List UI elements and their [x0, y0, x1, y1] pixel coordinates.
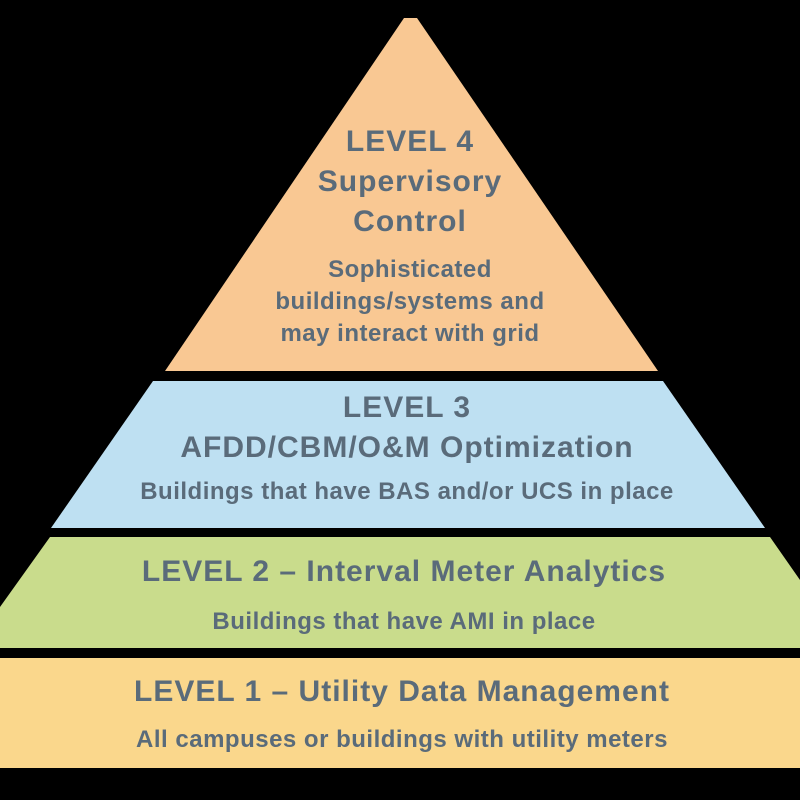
- level-2-heading-line-1: LEVEL 2 – Interval Meter Analytics: [141, 555, 667, 588]
- level-2-text: LEVEL 2 – Interval Meter Analytics Build…: [24, 552, 784, 638]
- level-4-heading: LEVEL 4 Supervisory Control: [190, 122, 630, 242]
- level-3-description: Buildings that have BAS and/or UCS in pl…: [47, 476, 767, 508]
- level-4-description-line-3: may interact with grid: [280, 320, 540, 347]
- level-3-heading: LEVEL 3 AFDD/CBM/O&M Optimization: [47, 388, 767, 468]
- level-1-heading-line-1: LEVEL 1 – Utility Data Management: [134, 675, 670, 708]
- level-2-description: Buildings that have AMI in place: [24, 606, 784, 638]
- level-2-heading: LEVEL 2 – Interval Meter Analytics: [24, 552, 784, 592]
- level-2-shape: [0, 537, 800, 648]
- level-3-shape: [51, 381, 765, 528]
- level-4-shape: [165, 18, 658, 371]
- level-1-description: All campuses or buildings with utility m…: [12, 724, 792, 756]
- level-1-heading: LEVEL 1 – Utility Data Management: [12, 672, 792, 712]
- level-4-description-line-1: Sophisticated: [328, 256, 492, 283]
- level-1-text: LEVEL 1 – Utility Data Management All ca…: [12, 672, 792, 756]
- level-4-description: Sophisticated buildings/systems and may …: [190, 254, 630, 350]
- level-1-shape: [0, 658, 800, 768]
- level-3-text: LEVEL 3 AFDD/CBM/O&M Optimization Buildi…: [47, 388, 767, 508]
- level-4-heading-line-1: LEVEL 4: [345, 125, 475, 158]
- level-3-heading-line-2: AFDD/CBM/O&M Optimization: [180, 431, 634, 464]
- level-1-description-line-1: All campuses or buildings with utility m…: [136, 726, 668, 753]
- level-2-description-line-1: Buildings that have AMI in place: [212, 608, 596, 635]
- level-4-heading-line-2: Supervisory: [317, 165, 503, 198]
- level-3-heading-line-1: LEVEL 3: [342, 391, 472, 424]
- level-3-description-line-1: Buildings that have BAS and/or UCS in pl…: [140, 478, 674, 505]
- level-4-text: LEVEL 4 Supervisory Control Sophisticate…: [190, 122, 630, 350]
- level-4-description-line-2: buildings/systems and: [275, 288, 545, 315]
- level-4-heading-line-3: Control: [353, 205, 467, 238]
